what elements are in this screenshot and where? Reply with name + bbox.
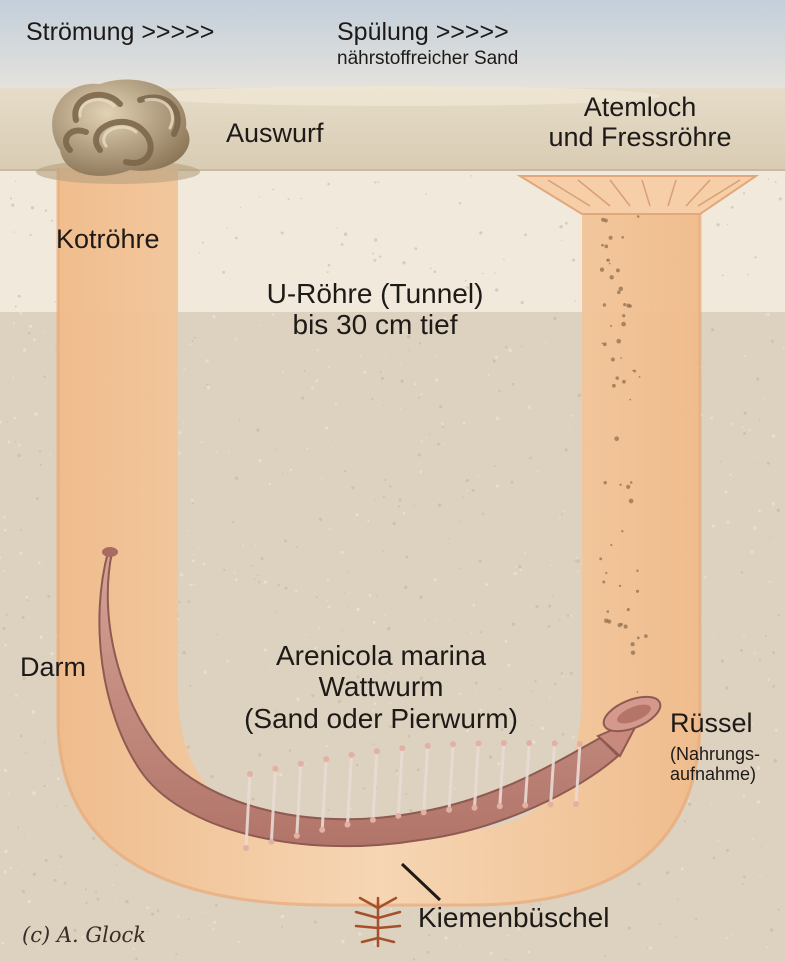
label-stroemung: Strömung >>>>> [26,18,214,46]
label-spuelung: Spülung >>>>> [337,18,509,46]
label-u-roehre: U-Röhre (Tunnel) bis 30 cm tief [230,278,520,341]
label-arenicola-line2: Wattwurm [206,671,556,702]
label-naehrstoffreicher-sand: nährstoffreicher Sand [337,48,518,69]
label-arenicola: Arenicola marina Wattwurm (Sand oder Pie… [206,640,556,734]
label-kotroehre: Kotröhre [56,224,160,254]
label-kiemenbueschel: Kiemenbüschel [418,902,609,933]
label-ruessel: Rüssel [670,708,753,738]
label-nahrungsaufnahme-line1: (Nahrungs- [670,744,760,764]
label-auswurf: Auswurf [226,118,324,148]
label-nahrungsaufnahme-line2: aufnahme) [670,764,760,784]
label-arenicola-line3: (Sand oder Pierwurm) [206,703,556,734]
label-atemloch-line2: und Fressröhre [520,122,760,152]
label-nahrungsaufnahme: (Nahrungs- aufnahme) [670,744,760,784]
label-atemloch-line1: Atemloch [520,92,760,122]
label-darm: Darm [20,652,86,682]
label-u-roehre-line1: U-Röhre (Tunnel) [230,278,520,309]
label-u-roehre-line2: bis 30 cm tief [230,309,520,340]
label-arenicola-line1: Arenicola marina [206,640,556,671]
label-atemloch: Atemloch und Fressröhre [520,92,760,152]
copyright: (c) A. Glock [22,924,146,948]
